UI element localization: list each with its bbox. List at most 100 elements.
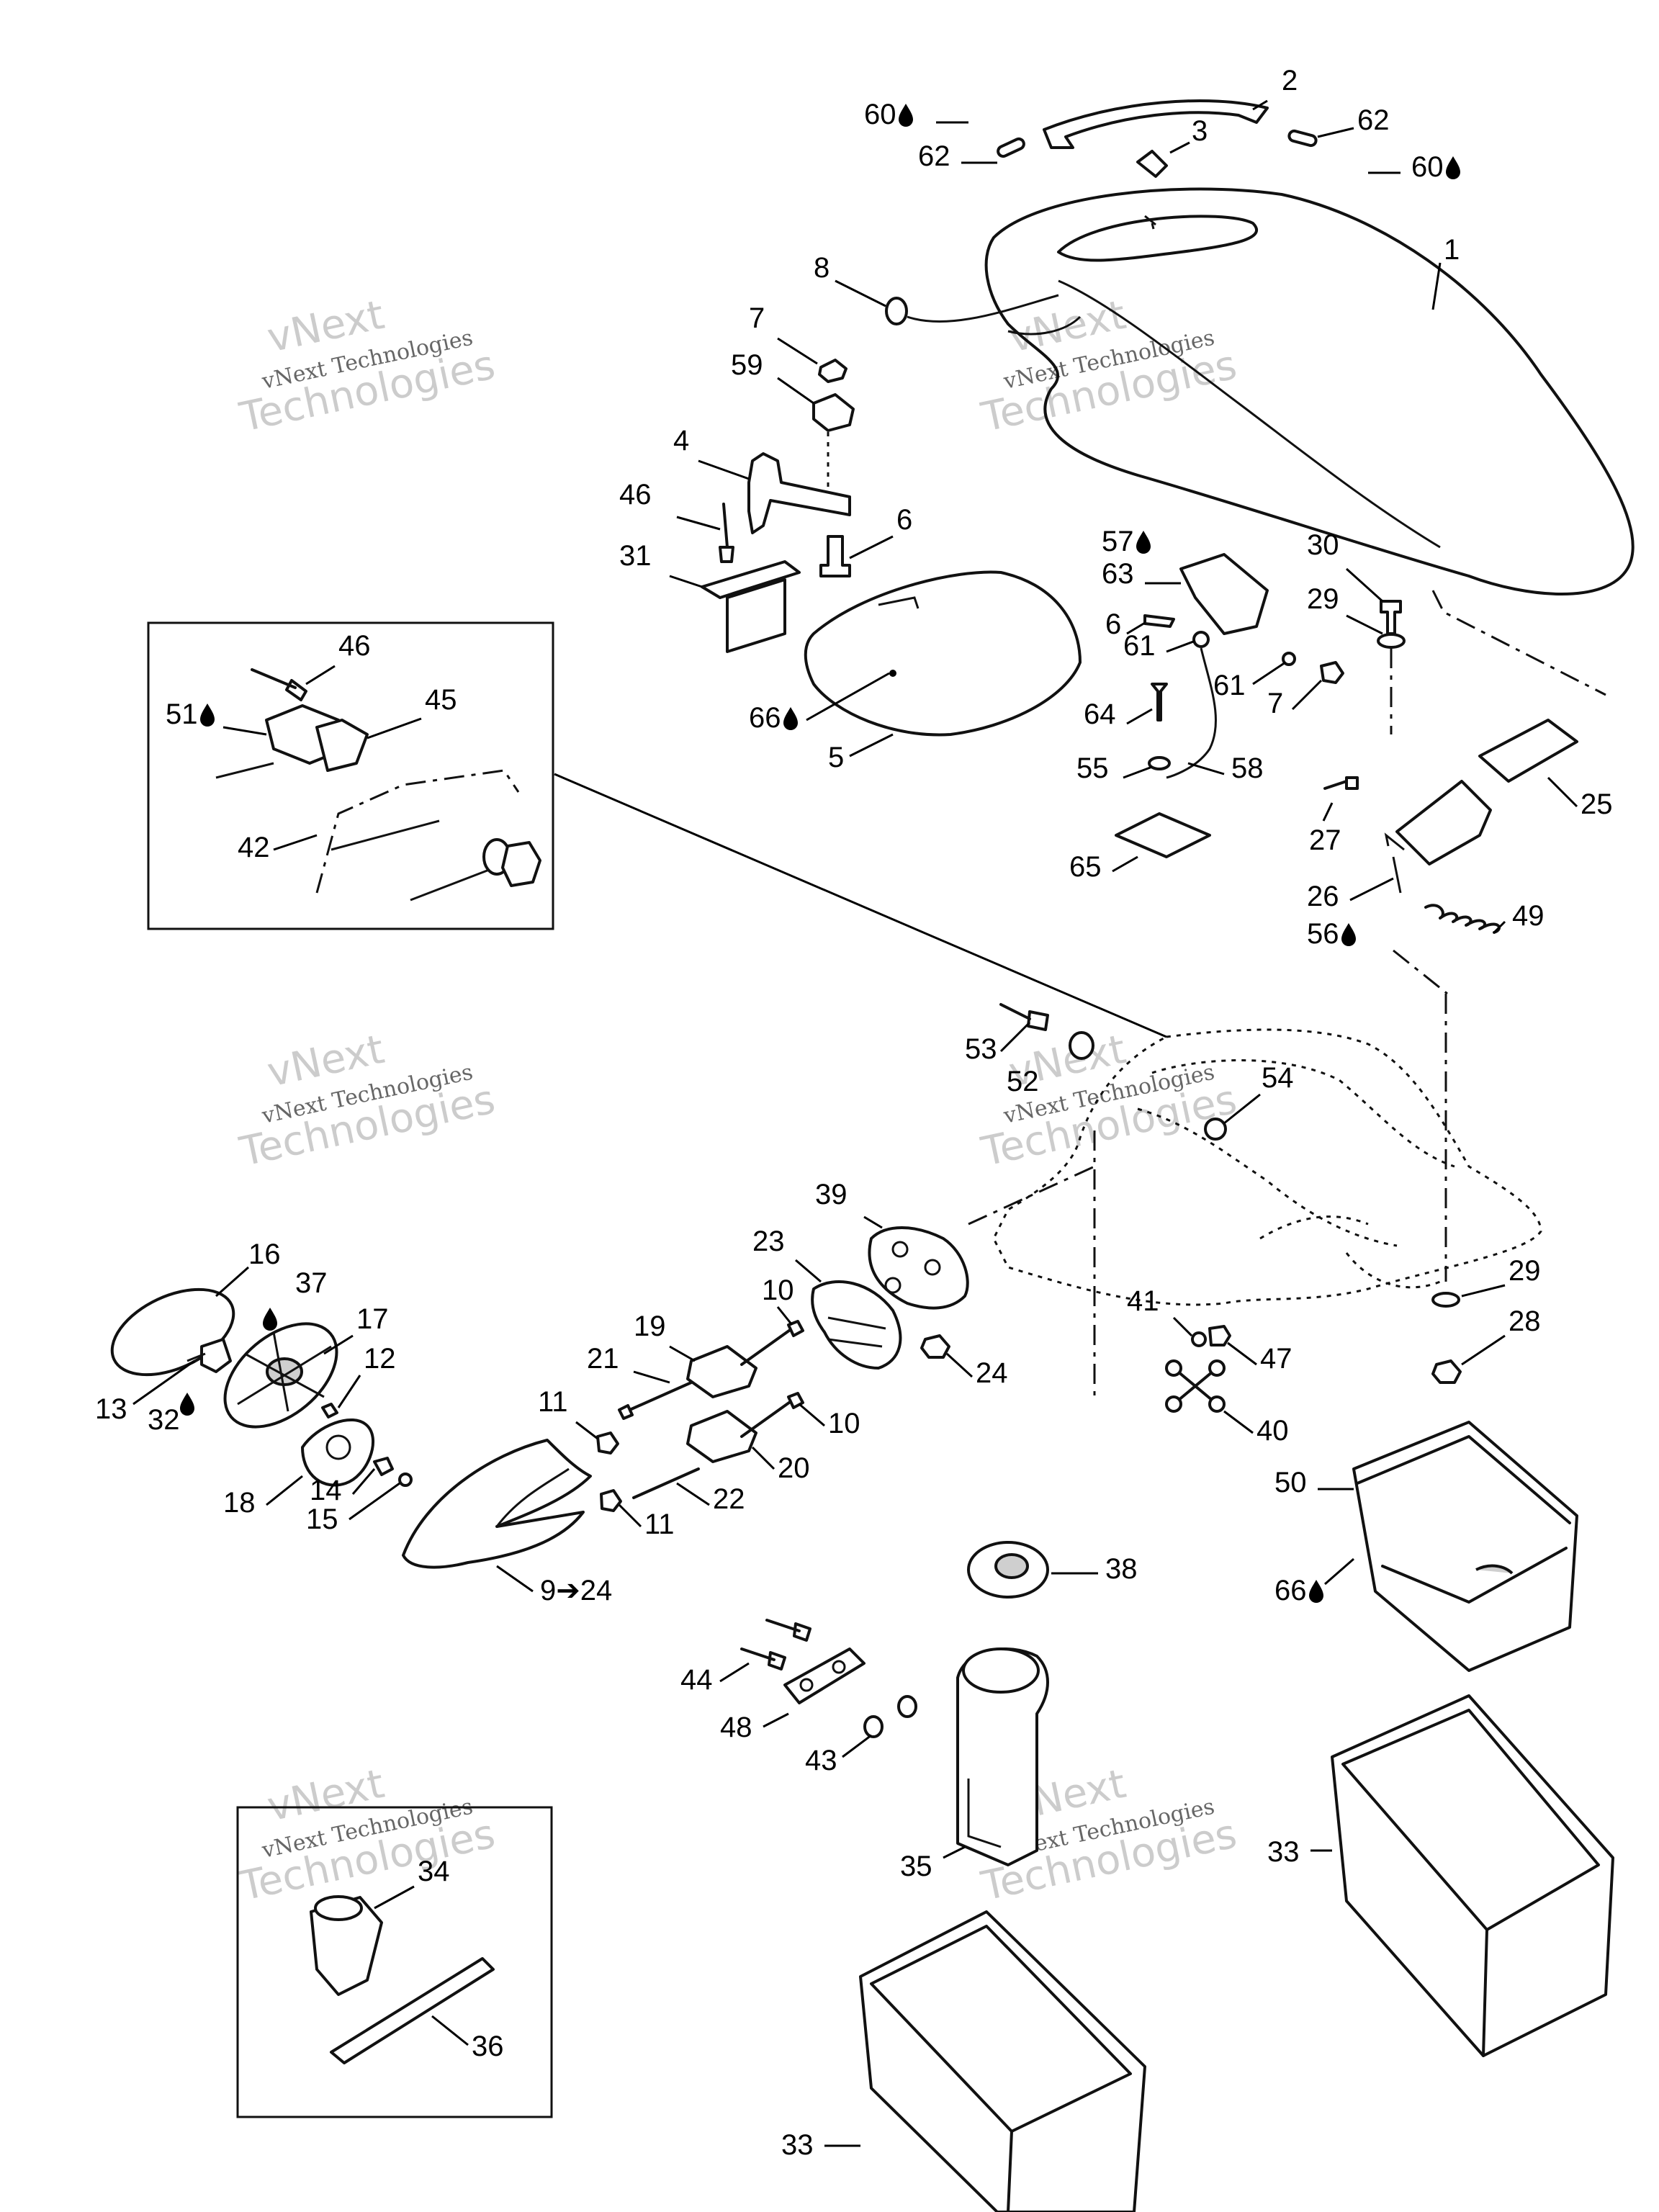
part-number-label: 48 (720, 1712, 752, 1743)
callout-l29b: 29 (1461, 1255, 1541, 1298)
callout-l29a: 29 (1307, 583, 1383, 635)
part-number-label: 58 (1231, 752, 1264, 784)
leader-line (1547, 776, 1578, 808)
callout-l62b: 62 (1317, 104, 1390, 138)
leader-line (323, 1334, 354, 1355)
part-23-vent (811, 1280, 902, 1370)
leader-line (1126, 708, 1153, 725)
part-16-lens (110, 1287, 235, 1377)
leader-line (1112, 855, 1138, 873)
callout-l19: 19 (634, 1310, 696, 1362)
callout-l64: 64 (1084, 698, 1153, 730)
leader-line (1227, 1341, 1257, 1366)
part-6-bolt-right (1143, 614, 1175, 628)
leader-line (777, 377, 814, 405)
part-number-label: 57 (1102, 526, 1134, 557)
part-35-spout (956, 1647, 1049, 1866)
part-15-nut (398, 1473, 413, 1487)
part-number-label: 22 (713, 1483, 745, 1515)
callout-l54: 54 (1223, 1062, 1294, 1125)
part-number-label: 14 (310, 1475, 342, 1506)
leader-line (1461, 1334, 1506, 1366)
callout-l26: 26 (1307, 877, 1394, 912)
part-52-grommet (1069, 1031, 1094, 1060)
leader-line (351, 1468, 376, 1495)
part-number-label: 3 (1192, 115, 1208, 147)
part-number-label: 54 (1262, 1062, 1294, 1094)
callout-l33a: 33 (1267, 1836, 1332, 1868)
callout-l61a: 61 (1123, 630, 1196, 662)
watermark-top-left: vNext vNext Technologies Technologies (235, 292, 499, 441)
part-11-nut-bottom (600, 1489, 622, 1512)
leader-line (719, 1662, 750, 1683)
leader-line (1166, 639, 1196, 653)
part-number-label: 26 (1307, 881, 1339, 912)
leader-line (1291, 679, 1323, 711)
callout-l38: 38 (1051, 1553, 1138, 1585)
part-number-label: 10 (762, 1274, 794, 1306)
part-3-clip (1136, 150, 1168, 178)
part-number-label: 2 (1282, 65, 1298, 96)
leader-line (132, 1359, 195, 1406)
callout-l8: 8 (814, 252, 886, 307)
leader-line (337, 1375, 361, 1408)
part-27-rivet (1323, 776, 1359, 790)
leader-line (1317, 127, 1354, 138)
callout-l16: 16 (215, 1238, 281, 1298)
leader-line (1322, 802, 1334, 822)
callout-l66b: 66 (1274, 1557, 1354, 1606)
part-number-label: 39 (815, 1179, 848, 1210)
callout-l36: 36 (431, 2015, 504, 2062)
callout-l44: 44 (680, 1662, 750, 1696)
part-11-nut-top (596, 1431, 619, 1455)
part-number-label: 5 (828, 742, 844, 773)
leader-line (776, 1306, 793, 1326)
part-64-screw (1151, 683, 1168, 721)
leader-line (799, 1403, 825, 1427)
callout-l9: 9➔24 (496, 1565, 612, 1606)
leader-line (1169, 141, 1190, 154)
callout-l43: 43 (805, 1734, 872, 1776)
callout-l11a: 11 (538, 1386, 598, 1440)
leader-line (1346, 614, 1383, 635)
leader-line (795, 1259, 822, 1283)
callout-l25: 25 (1547, 776, 1613, 820)
part-number-label: 13 (95, 1393, 127, 1425)
part-number-label: 62 (918, 140, 950, 172)
part-number-label: 38 (1105, 1553, 1138, 1585)
part-49-spring (1424, 904, 1501, 934)
leader-line (849, 535, 894, 559)
part-number-label: 63 (1102, 558, 1134, 590)
leader-line (999, 1021, 1031, 1053)
callout-l57: 57 (1102, 526, 1151, 557)
leader-line (222, 726, 267, 736)
callout-l5: 5 (828, 733, 894, 773)
part-61-washer-left (1192, 631, 1210, 648)
part-number-label: 45 (425, 684, 457, 716)
leader-line (1461, 1284, 1506, 1298)
part-58-cable (1166, 647, 1217, 779)
leader-line (367, 717, 422, 739)
oil-drop-icon (1136, 531, 1151, 554)
oil-drop-icon (1341, 923, 1356, 946)
part-8-grommet (885, 297, 908, 325)
callout-l13: 13 (95, 1359, 195, 1425)
callout-l53: 53 (965, 1021, 1031, 1065)
part-2-strap (1043, 99, 1269, 149)
callout-l35: 35 (900, 1845, 966, 1882)
part-number-label: 35 (900, 1851, 932, 1882)
callout-l3: 3 (1169, 115, 1208, 154)
leader-line (777, 337, 818, 365)
callout-l30: 30 (1307, 529, 1384, 603)
part-7-nut-right (1320, 661, 1344, 684)
callout-l60a: 60 (864, 99, 968, 130)
callout-l23: 23 (752, 1226, 822, 1283)
leader-line (273, 834, 318, 851)
part-25-hinge-plate (1478, 719, 1578, 783)
callout-l1: 1 (1431, 234, 1460, 310)
part-number-label: 46 (619, 479, 652, 511)
hull-outline (992, 1028, 1542, 1306)
part-number-label: 7 (749, 302, 765, 334)
callout-l46b: 46 (305, 630, 371, 685)
leader-line (1493, 920, 1506, 934)
